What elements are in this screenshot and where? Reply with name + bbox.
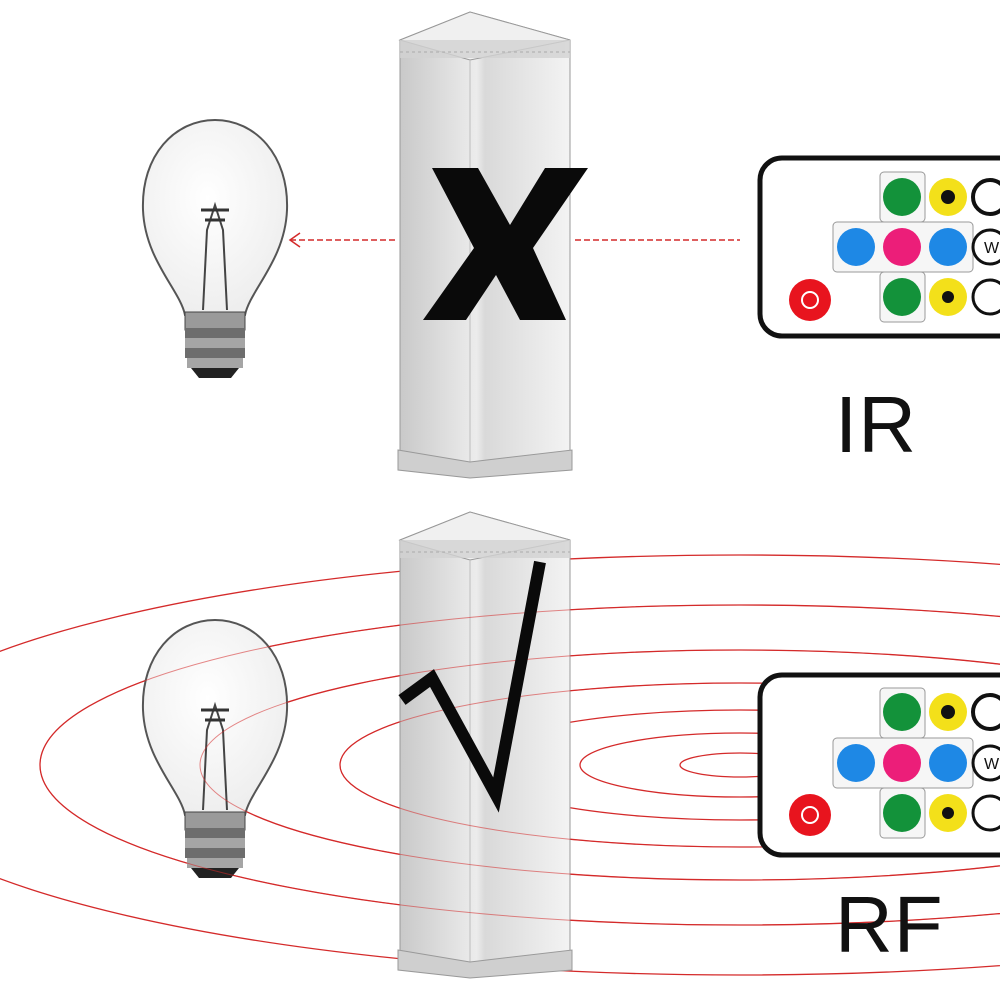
remote-control-ir: W	[757, 155, 1000, 339]
settings-button-icon	[971, 693, 1000, 731]
rf-label: RF	[835, 880, 944, 969]
pink-button-icon	[883, 228, 921, 266]
blue-button-icon	[929, 228, 967, 266]
green-button-icon	[883, 278, 921, 316]
power-button-icon	[789, 279, 831, 321]
side-button-letter: W	[984, 756, 1000, 773]
green-button-icon	[883, 178, 921, 216]
blue-button-icon	[837, 744, 875, 782]
ir-signal-arrow	[288, 232, 740, 248]
ir-label: IR	[835, 380, 917, 469]
ir-scene: W	[141, 11, 1000, 479]
green-button-icon	[883, 693, 921, 731]
blue-button-icon	[837, 228, 875, 266]
blocked-x-mark	[423, 168, 588, 320]
blue-button-icon	[929, 744, 967, 782]
check-mark-icon	[398, 560, 546, 813]
pink-button-icon	[883, 744, 921, 782]
green-button-icon	[883, 794, 921, 832]
rf-scene: W	[0, 511, 1000, 979]
light-bulb-icon	[141, 118, 289, 378]
side-button-letter: W	[984, 240, 1000, 257]
power-button-icon	[789, 794, 831, 836]
remote-control-rf: W	[757, 672, 1000, 858]
settings-button-icon	[971, 178, 1000, 216]
